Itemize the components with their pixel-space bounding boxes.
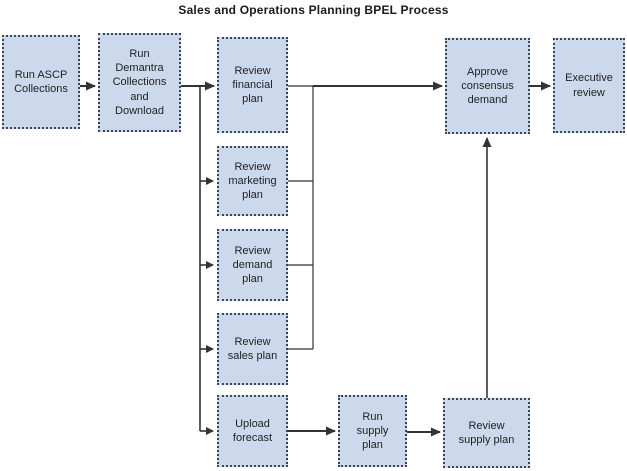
node-label: Run Demantra Collections and Download xyxy=(112,47,167,117)
node-label: Approve consensus demand xyxy=(461,65,514,107)
node-run-supply-plan: Run supply plan xyxy=(338,395,407,467)
node-label: Review financial plan xyxy=(232,64,273,106)
node-run-ascp-collections: Run ASCP Collections xyxy=(2,35,80,129)
node-executive-review: Executive review xyxy=(553,38,625,133)
node-review-marketing-plan: Review marketing plan xyxy=(217,146,288,216)
node-label: Run supply plan xyxy=(356,410,389,452)
node-label: Review marketing plan xyxy=(228,160,277,202)
node-approve-consensus-demand: Approve consensus demand xyxy=(445,38,530,134)
node-run-demantra-collections: Run Demantra Collections and Download xyxy=(98,33,181,132)
node-label: Executive review xyxy=(565,72,613,99)
node-upload-forecast: Upload forecast xyxy=(217,395,288,467)
node-review-demand-plan: Review demand plan xyxy=(217,229,288,301)
node-review-supply-plan: Review supply plan xyxy=(443,398,530,468)
node-label: Review demand plan xyxy=(232,244,273,286)
diagram-title: Sales and Operations Planning BPEL Proce… xyxy=(178,3,449,17)
node-label: Upload forecast xyxy=(232,417,273,444)
node-label: Run ASCP Collections xyxy=(14,68,68,95)
node-label: Review supply plan xyxy=(458,419,515,446)
node-review-sales-plan: Review sales plan xyxy=(217,313,288,385)
node-review-financial-plan: Review financial plan xyxy=(217,37,288,133)
node-label: Review sales plan xyxy=(227,335,278,362)
